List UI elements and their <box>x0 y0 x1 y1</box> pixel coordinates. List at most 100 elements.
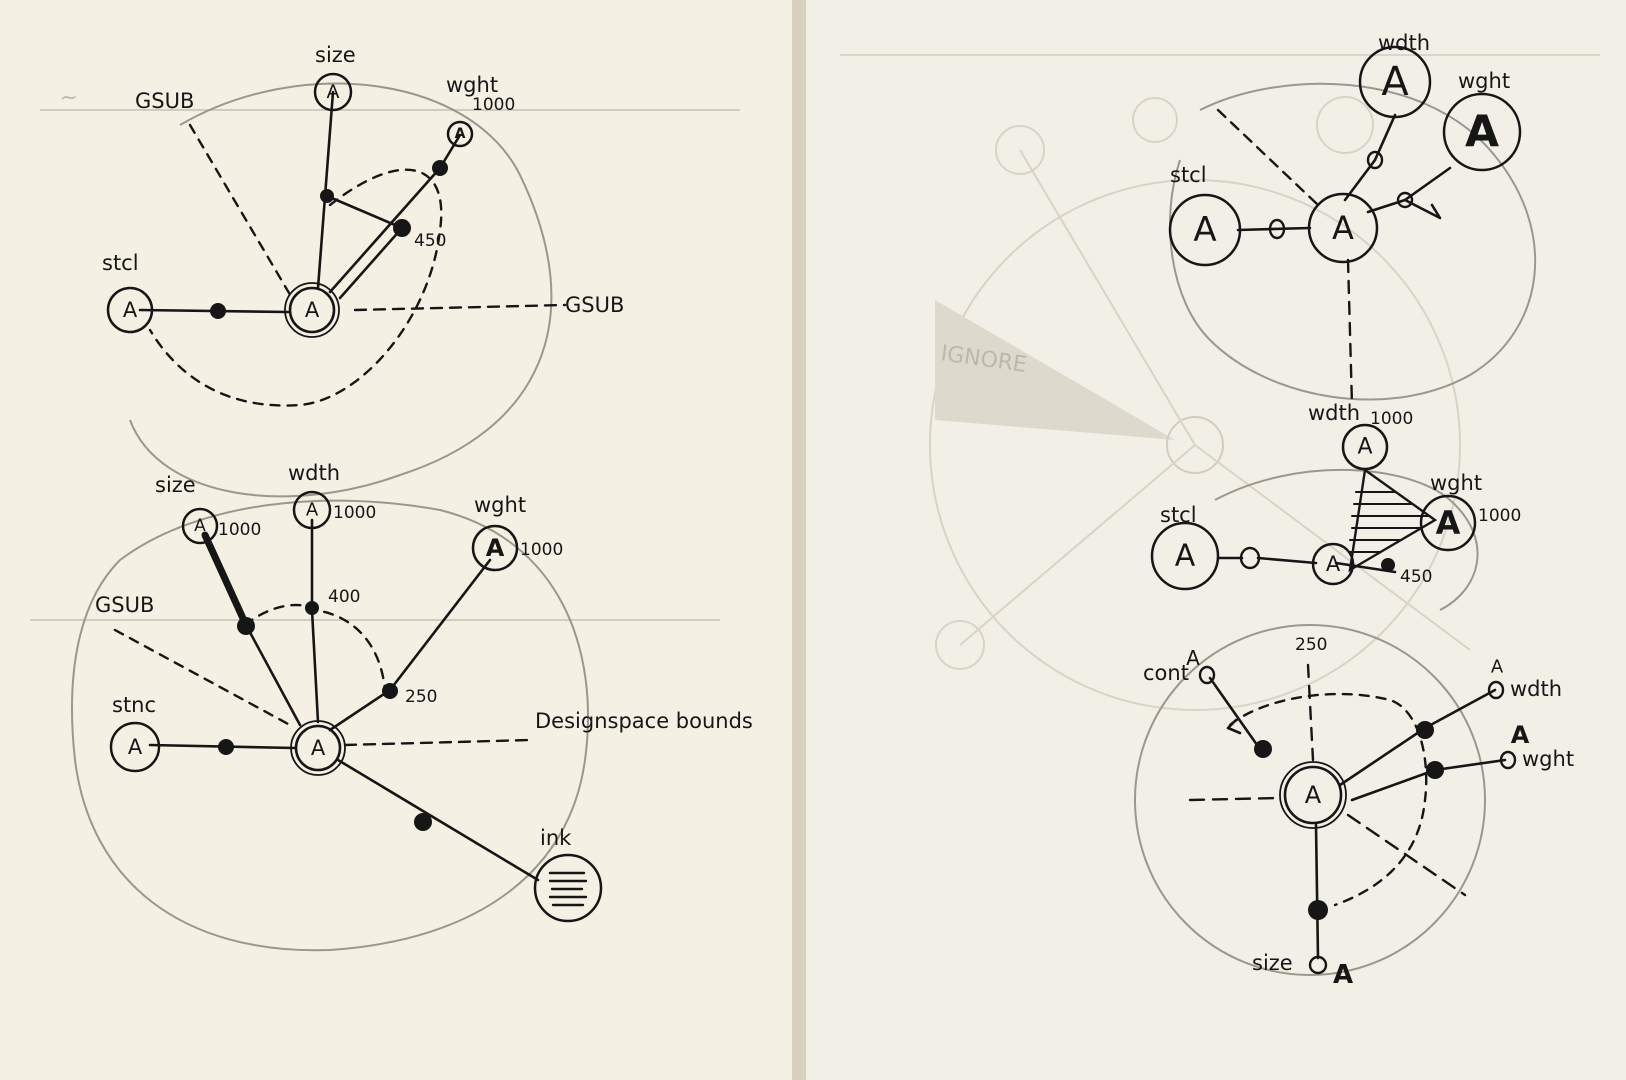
instance-dot <box>210 303 226 319</box>
label-size: size <box>155 473 196 497</box>
axis-node-wdth <box>1358 45 1432 119</box>
dashed-bound-arc <box>148 168 443 407</box>
label-stcl: stcl <box>1170 163 1207 187</box>
glyph-a: A <box>1332 209 1354 247</box>
diagram-top-left: A A A A size wght 1000 GSUB GSUB stcl 45… <box>102 43 624 498</box>
glyph-a: A <box>1333 960 1353 990</box>
label-stcl: stcl <box>102 251 139 275</box>
instance-open-dot <box>1268 218 1286 240</box>
glyph-a: A <box>194 516 206 536</box>
label-designspace-bounds: Designspace bounds <box>535 709 753 733</box>
label-wdth: wdth <box>1308 401 1360 425</box>
label-gsub: GSUB <box>135 89 194 113</box>
axis-node-wght <box>471 524 519 572</box>
label-stnc: stnc <box>112 693 156 717</box>
pencil-bound <box>1169 82 1537 401</box>
axis-node-stcl <box>1168 193 1242 267</box>
pencil-bound <box>1214 468 1479 611</box>
glyph-a: A <box>1193 210 1216 250</box>
instance-dot <box>218 739 234 755</box>
instance-dot <box>393 219 411 237</box>
bounds-dashed-diagonal <box>1346 813 1467 897</box>
instance-dot <box>1308 900 1328 920</box>
label-wdth: wdth <box>288 461 340 485</box>
default-node <box>294 724 342 772</box>
arc-arrow-head <box>1226 718 1242 735</box>
pencil-bound <box>1134 624 1486 976</box>
instance-dot <box>305 601 319 615</box>
label-cont: cont <box>1143 661 1189 685</box>
bounds-dashed-left <box>1188 796 1280 802</box>
instance-dot <box>237 617 255 635</box>
axis-node-stnc <box>109 721 161 773</box>
bounds-dashed-top <box>1306 663 1315 762</box>
arrow-head <box>1403 198 1442 220</box>
axis-node-size <box>181 507 219 545</box>
hatch-lines <box>1349 491 1429 553</box>
glyph-a: A <box>1465 107 1499 158</box>
label-450: 450 <box>414 231 446 251</box>
default-node-ring <box>290 720 346 776</box>
instance-open-dot <box>1366 150 1384 170</box>
ink-hatch-glyph <box>548 871 588 907</box>
glyph-a: A <box>1186 646 1200 670</box>
instance-dot <box>1381 558 1395 572</box>
gsub-dashed-right <box>353 303 567 312</box>
pencil-bound <box>71 499 589 952</box>
label-wght: wght <box>1522 747 1574 771</box>
diagram-middle-right: A A A A wdth 1000 wght 1000 450 stcl <box>1150 401 1521 611</box>
label-wght: wght <box>1458 69 1510 93</box>
instance-dot <box>320 189 334 203</box>
label-1000: 1000 <box>1478 506 1521 526</box>
instance-dot <box>1416 721 1434 739</box>
label-250: 250 <box>1295 635 1327 655</box>
axis-node-wght <box>1419 494 1477 552</box>
axis-node-ink <box>533 853 603 923</box>
axis-node-wght <box>1442 92 1522 172</box>
glyph-a: A <box>1436 504 1461 542</box>
instance-dot <box>1254 740 1272 758</box>
label-1000: 1000 <box>472 95 515 115</box>
glyph-a: A <box>1326 552 1341 576</box>
glyph-a: A <box>455 126 466 142</box>
show-through-ghost-marks: IGNORE ~ <box>30 54 1600 711</box>
label-1000: 1000 <box>520 540 563 560</box>
axis-node-wdth <box>1341 423 1389 471</box>
glyph-a: A <box>1305 781 1322 809</box>
default-node <box>1307 192 1379 264</box>
glyph-a: A <box>1491 657 1504 678</box>
glyph-a: A <box>305 298 320 322</box>
label-450: 450 <box>1400 567 1432 587</box>
glyph-a: A <box>311 736 326 760</box>
label-wght: wght <box>446 73 498 97</box>
glyph-a: A <box>486 534 505 562</box>
instance-open-dot <box>1396 191 1414 209</box>
pencil-bound <box>129 82 553 498</box>
glyph-a: A <box>1175 539 1196 574</box>
designspace-bounds-dashed <box>343 738 532 747</box>
left-page <box>0 0 800 1080</box>
instance-dot <box>1426 761 1444 779</box>
default-node <box>1283 765 1343 825</box>
glyph-a: A <box>128 735 143 759</box>
hatched-region <box>1348 467 1438 573</box>
instance-open-dot <box>1239 546 1261 570</box>
label-size: size <box>315 43 356 67</box>
axis-end-wght <box>1499 750 1517 770</box>
diagram-bottom-left: A A A A A size 1000 wdth 1000 wght 1000 … <box>71 461 753 952</box>
label-wdth: wdth <box>1378 31 1430 55</box>
default-node <box>288 286 336 334</box>
axis-end-size <box>1308 955 1328 975</box>
axis-node-wght <box>446 120 474 148</box>
gsub-dashed-line <box>1216 108 1320 207</box>
glyph-a: A <box>306 500 319 521</box>
label-ink: ink <box>540 826 572 850</box>
instance-dot <box>432 160 448 176</box>
axis-end-wdth <box>1487 680 1505 700</box>
default-node-ring <box>1279 761 1347 829</box>
instance-dot <box>414 813 432 831</box>
dashed-bound-arc <box>243 603 387 692</box>
diagram-top-right: A A A A wdth wght stcl <box>1168 31 1537 407</box>
label-1000: 1000 <box>333 503 376 523</box>
